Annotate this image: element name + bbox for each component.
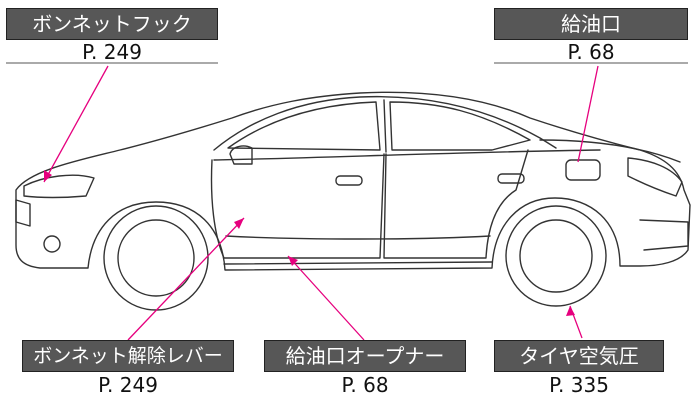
tail-lamp <box>627 157 683 197</box>
rear-hub <box>519 219 593 293</box>
rocker-panel <box>223 261 493 265</box>
fog-lamp <box>43 235 61 253</box>
car-roof <box>213 95 557 151</box>
side-mirror <box>229 145 253 165</box>
front-window <box>227 101 381 151</box>
rear-wheel <box>505 205 607 307</box>
belt-line <box>213 149 601 161</box>
rear-window <box>389 101 531 151</box>
b-pillar <box>383 99 387 153</box>
side-molding <box>225 235 491 240</box>
hood-lock-arrowhead <box>44 170 52 182</box>
hood-lock-label: ボンネットフック <box>6 8 218 40</box>
front-door-handle <box>335 175 363 186</box>
front-grille <box>15 199 31 227</box>
fuel-door-opener-page-ref: P. 68 <box>341 373 389 397</box>
hood-lock-page-ref: P. 249 <box>82 40 142 64</box>
hood-release-lever-page-ref: P. 249 <box>98 373 158 397</box>
front-hub <box>117 219 195 297</box>
front-door <box>210 153 385 259</box>
tire-pressure-label: タイヤ空気圧 <box>494 340 664 372</box>
trunk-line <box>539 139 681 163</box>
tire-pressure-arrowhead <box>566 306 575 316</box>
rear-door <box>383 149 529 259</box>
fuel-opener-arrowhead <box>288 256 298 266</box>
hood-lock-leader <box>43 65 109 183</box>
car-body-outline <box>15 91 691 271</box>
front-wheel <box>103 205 209 311</box>
hood-release-arrowhead <box>234 218 244 229</box>
fuel-door-opener-label: 給油口オープナー <box>264 340 466 372</box>
rear-door-handle <box>497 173 525 184</box>
headlamp <box>23 174 95 199</box>
fuel-door <box>565 159 601 181</box>
hood-release-lever-label: ボンネット解除レバー <box>22 340 234 372</box>
fuel-door-page-ref: P. 68 <box>567 40 615 64</box>
rear-bumper <box>639 219 689 251</box>
fuel-opener-leader <box>287 255 365 341</box>
tire-pressure-page-ref: P. 335 <box>549 373 609 397</box>
hood-release-leader <box>127 217 245 341</box>
fuel-door-label: 給油口 <box>494 8 688 40</box>
fuel-door-leader <box>577 65 599 163</box>
